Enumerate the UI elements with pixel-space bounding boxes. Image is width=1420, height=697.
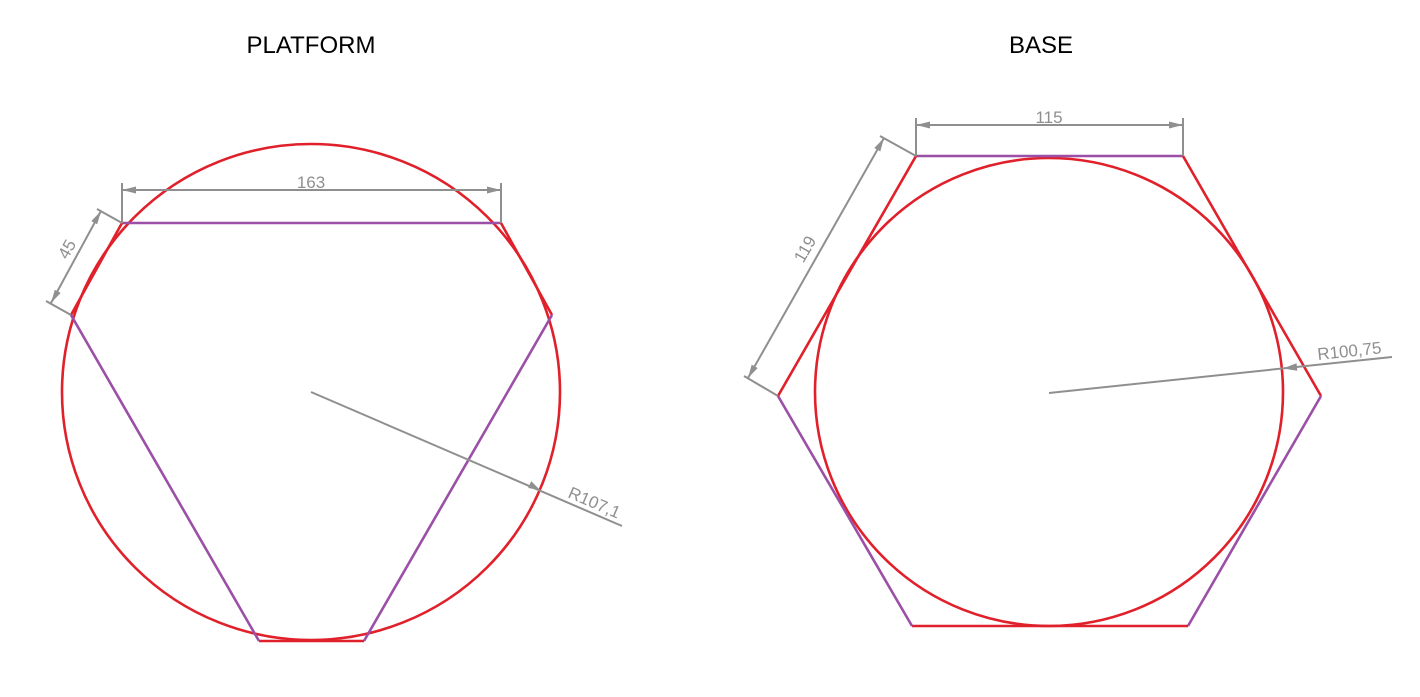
base-upper-left-edge bbox=[776, 155, 918, 397]
dimension-arrow bbox=[1283, 363, 1298, 371]
platform-view: PLATFORM 163 45 bbox=[45, 32, 623, 643]
base-title: BASE bbox=[1009, 32, 1073, 59]
base-lower-right-edge bbox=[1186, 395, 1323, 627]
radius-leader-line bbox=[310, 391, 623, 527]
platform-radius-label: R107,1 bbox=[565, 483, 623, 522]
dimension-arrow bbox=[916, 121, 930, 129]
dimension-arrow bbox=[748, 364, 758, 378]
base-radius-label: R100,75 bbox=[1316, 338, 1382, 364]
platform-title: PLATFORM bbox=[247, 32, 376, 59]
dimension-arrow bbox=[1169, 121, 1183, 129]
base-width-dimension: 115 bbox=[915, 108, 1184, 156]
base-radius-dimension: R100,75 bbox=[1048, 338, 1393, 394]
dimension-arrow bbox=[874, 138, 884, 152]
base-view: BASE 115 119 bbox=[743, 32, 1393, 628]
dimension-arrow bbox=[91, 211, 101, 225]
dimension-line bbox=[50, 210, 102, 304]
base-width-label: 115 bbox=[1035, 108, 1062, 127]
dimension-line bbox=[747, 137, 885, 379]
platform-upper-left-edge bbox=[69, 222, 124, 316]
radius-leader-line bbox=[1048, 356, 1393, 394]
dimension-arrow bbox=[487, 186, 501, 194]
platform-upper-right-edge bbox=[499, 222, 554, 316]
dimension-extension-line bbox=[45, 300, 72, 316]
base-edge-dimension: 119 bbox=[743, 135, 917, 397]
base-lower-left-edge bbox=[776, 395, 914, 627]
platform-radius-dimension: R107,1 bbox=[310, 391, 623, 527]
platform-width-dimension: 163 bbox=[121, 173, 502, 223]
dimension-arrow bbox=[528, 481, 540, 490]
base-edge-label: 119 bbox=[790, 233, 820, 266]
dimension-arrow bbox=[51, 289, 61, 303]
platform-edge-dimension: 45 bbox=[45, 208, 123, 316]
base-polygon bbox=[776, 154, 1323, 628]
dimension-extension-line bbox=[879, 135, 917, 157]
platform-left-long-edge bbox=[69, 314, 261, 642]
dimension-extension-line bbox=[743, 375, 779, 397]
dimension-arrow bbox=[122, 186, 136, 194]
platform-right-long-edge bbox=[362, 314, 554, 642]
base-upper-right-edge bbox=[1181, 155, 1323, 397]
platform-polygon bbox=[69, 221, 554, 643]
platform-width-label: 163 bbox=[297, 173, 325, 192]
